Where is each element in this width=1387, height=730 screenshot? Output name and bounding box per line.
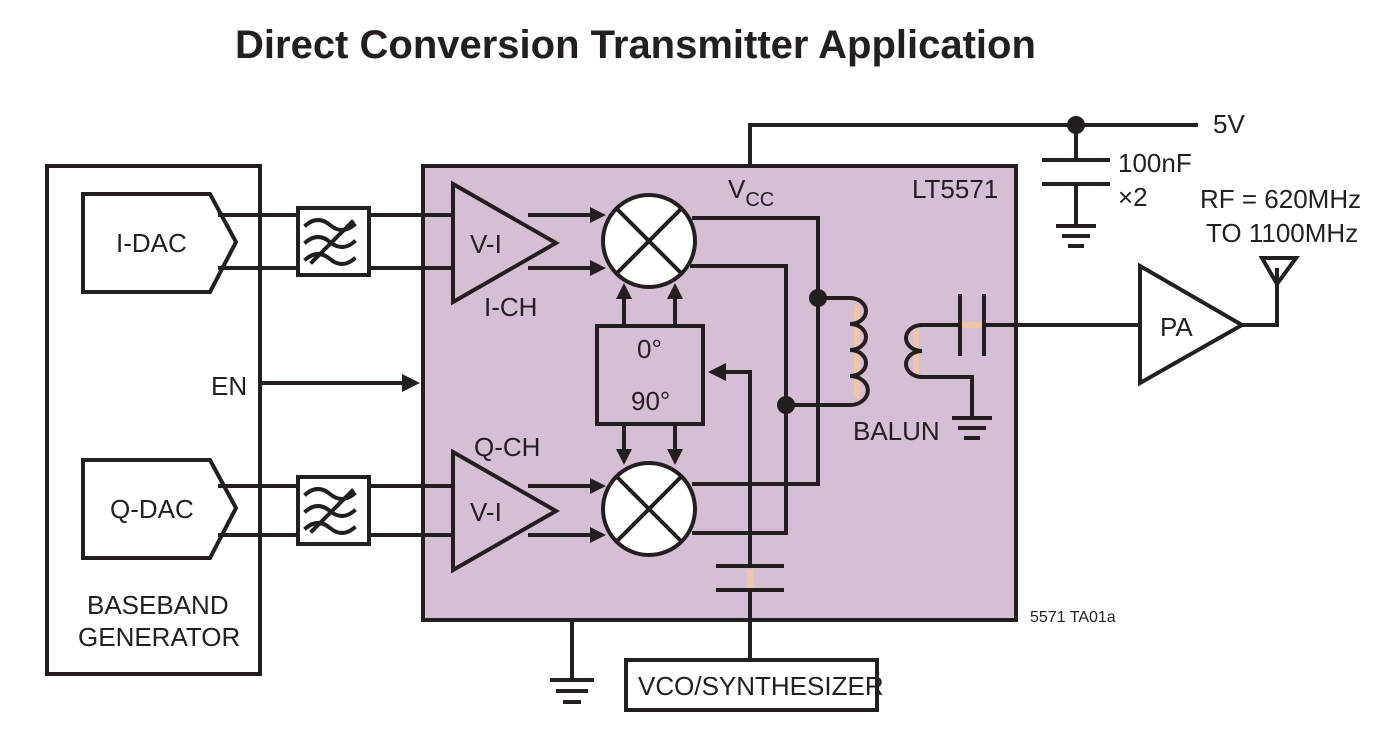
balun-secondary-coil bbox=[904, 322, 925, 380]
q-channel-label: Q-CH bbox=[474, 432, 540, 462]
lo-input-wire bbox=[724, 370, 752, 568]
vcc-label: VCC bbox=[728, 174, 774, 211]
i-channel-label: I-CH bbox=[484, 292, 537, 322]
vi-amplifier-q bbox=[451, 448, 561, 574]
arrowhead-icon bbox=[590, 207, 606, 223]
ground-icon bbox=[1056, 224, 1096, 248]
vco-label: VCO/SYNTHESIZER bbox=[638, 671, 884, 701]
balun-secondary-to-ground bbox=[920, 375, 974, 418]
baseband-label-line1: BASEBAND bbox=[87, 590, 229, 620]
enable-label: EN bbox=[211, 371, 247, 401]
rf-range-line2: TO 1100MHz bbox=[1206, 218, 1358, 248]
supply-rail bbox=[748, 123, 1198, 168]
pa-to-antenna-wire bbox=[1240, 268, 1279, 327]
vco-synthesizer-block bbox=[624, 658, 879, 712]
antenna-icon bbox=[1258, 256, 1300, 288]
mixer-i-icon bbox=[601, 193, 697, 289]
q-dac-label: Q-DAC bbox=[110, 494, 194, 524]
vcc-subscript: CC bbox=[745, 189, 774, 211]
chip-label: LT5571 bbox=[912, 174, 998, 204]
rf-range-line1: RF = 620MHz bbox=[1200, 184, 1361, 214]
mixer-i-output-top bbox=[692, 216, 820, 486]
phase-90-label: 90° bbox=[631, 386, 670, 416]
ground-icon bbox=[952, 416, 992, 440]
cap-count-label: ×2 bbox=[1118, 182, 1148, 212]
vi-label-i: V-I bbox=[470, 229, 502, 259]
phase-splitter-block bbox=[595, 324, 705, 426]
cap-value-label: 100nF bbox=[1118, 148, 1192, 178]
arrowhead-icon bbox=[590, 527, 606, 543]
vi-label-q: V-I bbox=[470, 497, 502, 527]
arrowhead-icon bbox=[708, 363, 726, 381]
i-lowpass-filter bbox=[296, 206, 371, 277]
phase-0-label: 0° bbox=[637, 334, 662, 364]
balun-label: BALUN bbox=[853, 416, 940, 446]
ground-icon bbox=[550, 678, 594, 704]
baseband-label-line2: GENERATOR bbox=[78, 622, 240, 652]
supply-voltage-label: 5V bbox=[1213, 109, 1245, 139]
arrowhead-icon bbox=[616, 449, 632, 465]
arrowhead-icon bbox=[590, 260, 606, 276]
arrowhead-icon bbox=[667, 283, 683, 299]
mixer-q-icon bbox=[601, 461, 697, 557]
i-dac-label: I-DAC bbox=[116, 228, 187, 258]
balun-primary-coil bbox=[847, 295, 870, 408]
vi-amplifier-i bbox=[451, 180, 561, 306]
arrowhead-icon bbox=[590, 478, 606, 494]
arrowhead-icon bbox=[667, 449, 683, 465]
diagram-title: Direct Conversion Transmitter Applicatio… bbox=[235, 23, 1036, 67]
arrowhead-icon bbox=[402, 374, 420, 392]
q-lowpass-filter bbox=[296, 475, 371, 546]
pa-label: PA bbox=[1160, 312, 1193, 342]
decoupling-capacitor bbox=[1042, 158, 1110, 186]
arrowhead-icon bbox=[616, 283, 632, 299]
pa-amplifier bbox=[1138, 262, 1247, 387]
lt5571-chip bbox=[421, 164, 1018, 622]
baseband-generator-box bbox=[45, 164, 262, 676]
figure-id: 5571 TA01a bbox=[1030, 609, 1116, 626]
